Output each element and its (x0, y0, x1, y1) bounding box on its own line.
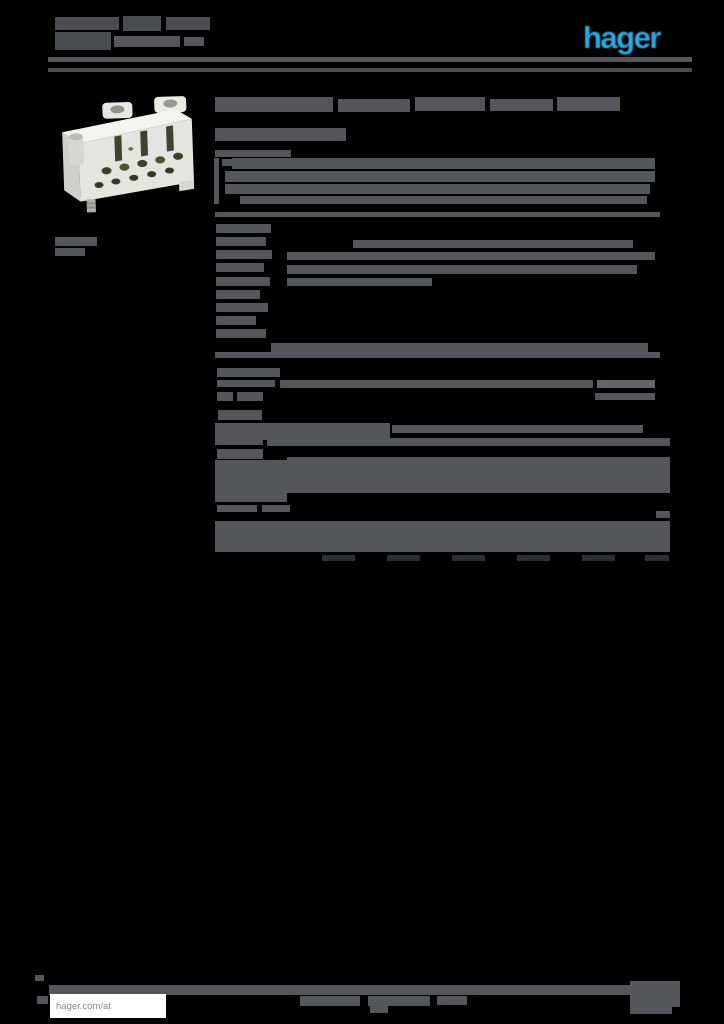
header-rule (48, 68, 692, 72)
fineprint-mark (452, 555, 485, 561)
attr-value (392, 425, 643, 433)
attr-label (237, 392, 263, 401)
attr-label (216, 290, 260, 299)
product-ref-text (55, 248, 85, 256)
attr-value (287, 265, 637, 274)
attr-value (287, 252, 655, 260)
footer-link-box: hager.com/at (50, 994, 166, 1018)
attr-value (353, 240, 633, 248)
attr-value (280, 380, 593, 388)
attr-value (595, 393, 655, 400)
attr-label (262, 505, 290, 512)
doc-ref-text (166, 17, 210, 30)
attr-label (216, 250, 272, 259)
page-title-segment (338, 99, 410, 112)
spec-mark (222, 159, 232, 166)
product-photo-terminal-block (62, 96, 195, 213)
footer-mark (35, 975, 44, 981)
attr-value (267, 438, 670, 446)
spec-brace (214, 158, 219, 204)
attr-label (217, 449, 263, 459)
header-rule (48, 57, 692, 62)
product-ref-text (55, 237, 97, 246)
attr-label (216, 303, 268, 312)
spec-row (225, 171, 655, 182)
attr-label (215, 437, 263, 445)
spec-row (225, 184, 650, 194)
spec-row (240, 196, 647, 204)
attr-value (271, 343, 648, 352)
attr-label (217, 505, 257, 512)
attr-value (597, 380, 655, 388)
footer-center-text (370, 1006, 388, 1013)
attr-value-block (287, 457, 670, 493)
page-title-segment (557, 97, 620, 111)
page-title-segment (490, 99, 553, 111)
fineprint-mark (645, 555, 669, 561)
footer-bar (49, 985, 680, 995)
page-title-segment (415, 97, 485, 111)
attr-value (656, 511, 670, 518)
divider-rule (215, 212, 660, 217)
fineprint-mark (387, 555, 420, 561)
attr-label (217, 392, 233, 401)
doc-subref-text (114, 36, 180, 47)
attr-label (216, 329, 266, 338)
footer-center-text (437, 996, 467, 1005)
divider-rule (215, 352, 660, 358)
doc-ref-text (123, 16, 161, 31)
footer-mark (37, 996, 48, 1004)
attr-label-block (215, 423, 390, 440)
spec-row (232, 158, 655, 169)
fineprint-mark (582, 555, 615, 561)
hager-logo: hager (583, 20, 661, 55)
attr-label (217, 368, 280, 377)
attr-label (216, 263, 264, 272)
doc-subref-text (184, 37, 204, 46)
footer-center-text (300, 996, 360, 1006)
doc-ref-text (55, 32, 111, 50)
attr-label (216, 237, 266, 246)
notes-band (215, 521, 670, 552)
attr-label (216, 224, 271, 233)
doc-ref-text (55, 17, 119, 30)
attr-value (287, 278, 432, 286)
attr-label (216, 316, 256, 325)
page-title-segment (215, 97, 333, 112)
attr-label (218, 410, 262, 420)
attr-label-block (215, 460, 287, 502)
attr-label (217, 380, 275, 387)
attr-label (216, 277, 270, 286)
fineprint-mark (517, 555, 550, 561)
footer-page-block (630, 1007, 672, 1014)
footer-website-link[interactable]: hager.com/at (56, 1000, 111, 1012)
fineprint-mark (322, 555, 355, 561)
page-subtitle (215, 128, 346, 141)
footer-center-text (368, 996, 430, 1006)
section-caption (215, 150, 291, 157)
